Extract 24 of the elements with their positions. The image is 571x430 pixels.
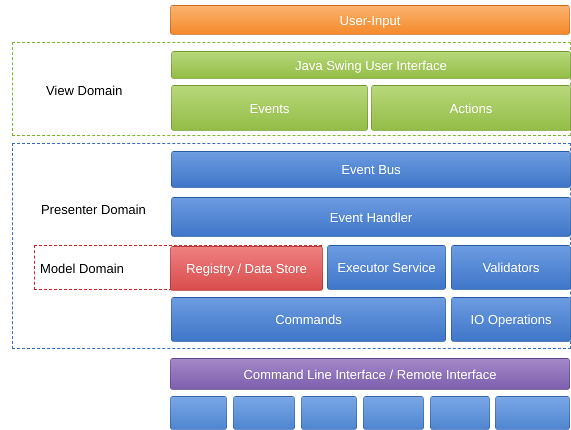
component-box	[301, 396, 357, 430]
layer-box: Java Swing User Interface	[171, 51, 571, 79]
layer-box: IO Operations	[451, 297, 571, 342]
layer-box: Registry / Data Store	[170, 246, 323, 291]
layer-box: Validators	[451, 245, 571, 290]
layer-box: Events	[171, 85, 368, 131]
layer-box: Actions	[371, 85, 571, 131]
component-box	[363, 396, 424, 430]
layer-box: Event Handler	[171, 197, 571, 237]
domain-label: View Domain	[46, 83, 122, 98]
component-box	[170, 396, 227, 430]
domain-label: Presenter Domain	[41, 202, 146, 217]
layer-box: Event Bus	[171, 151, 571, 188]
domain-frame	[12, 143, 571, 349]
component-box	[430, 396, 490, 430]
layer-box: Executor Service	[327, 245, 446, 290]
model-domain-frame	[34, 245, 322, 290]
domain-label: Model Domain	[40, 261, 124, 276]
component-box	[233, 396, 295, 430]
layer-box: User-Input	[170, 5, 570, 35]
domain-frame	[12, 42, 571, 136]
layer-box: Command Line Interface / Remote Interface	[170, 358, 570, 390]
component-box	[495, 396, 570, 430]
layer-box: Commands	[171, 297, 446, 342]
